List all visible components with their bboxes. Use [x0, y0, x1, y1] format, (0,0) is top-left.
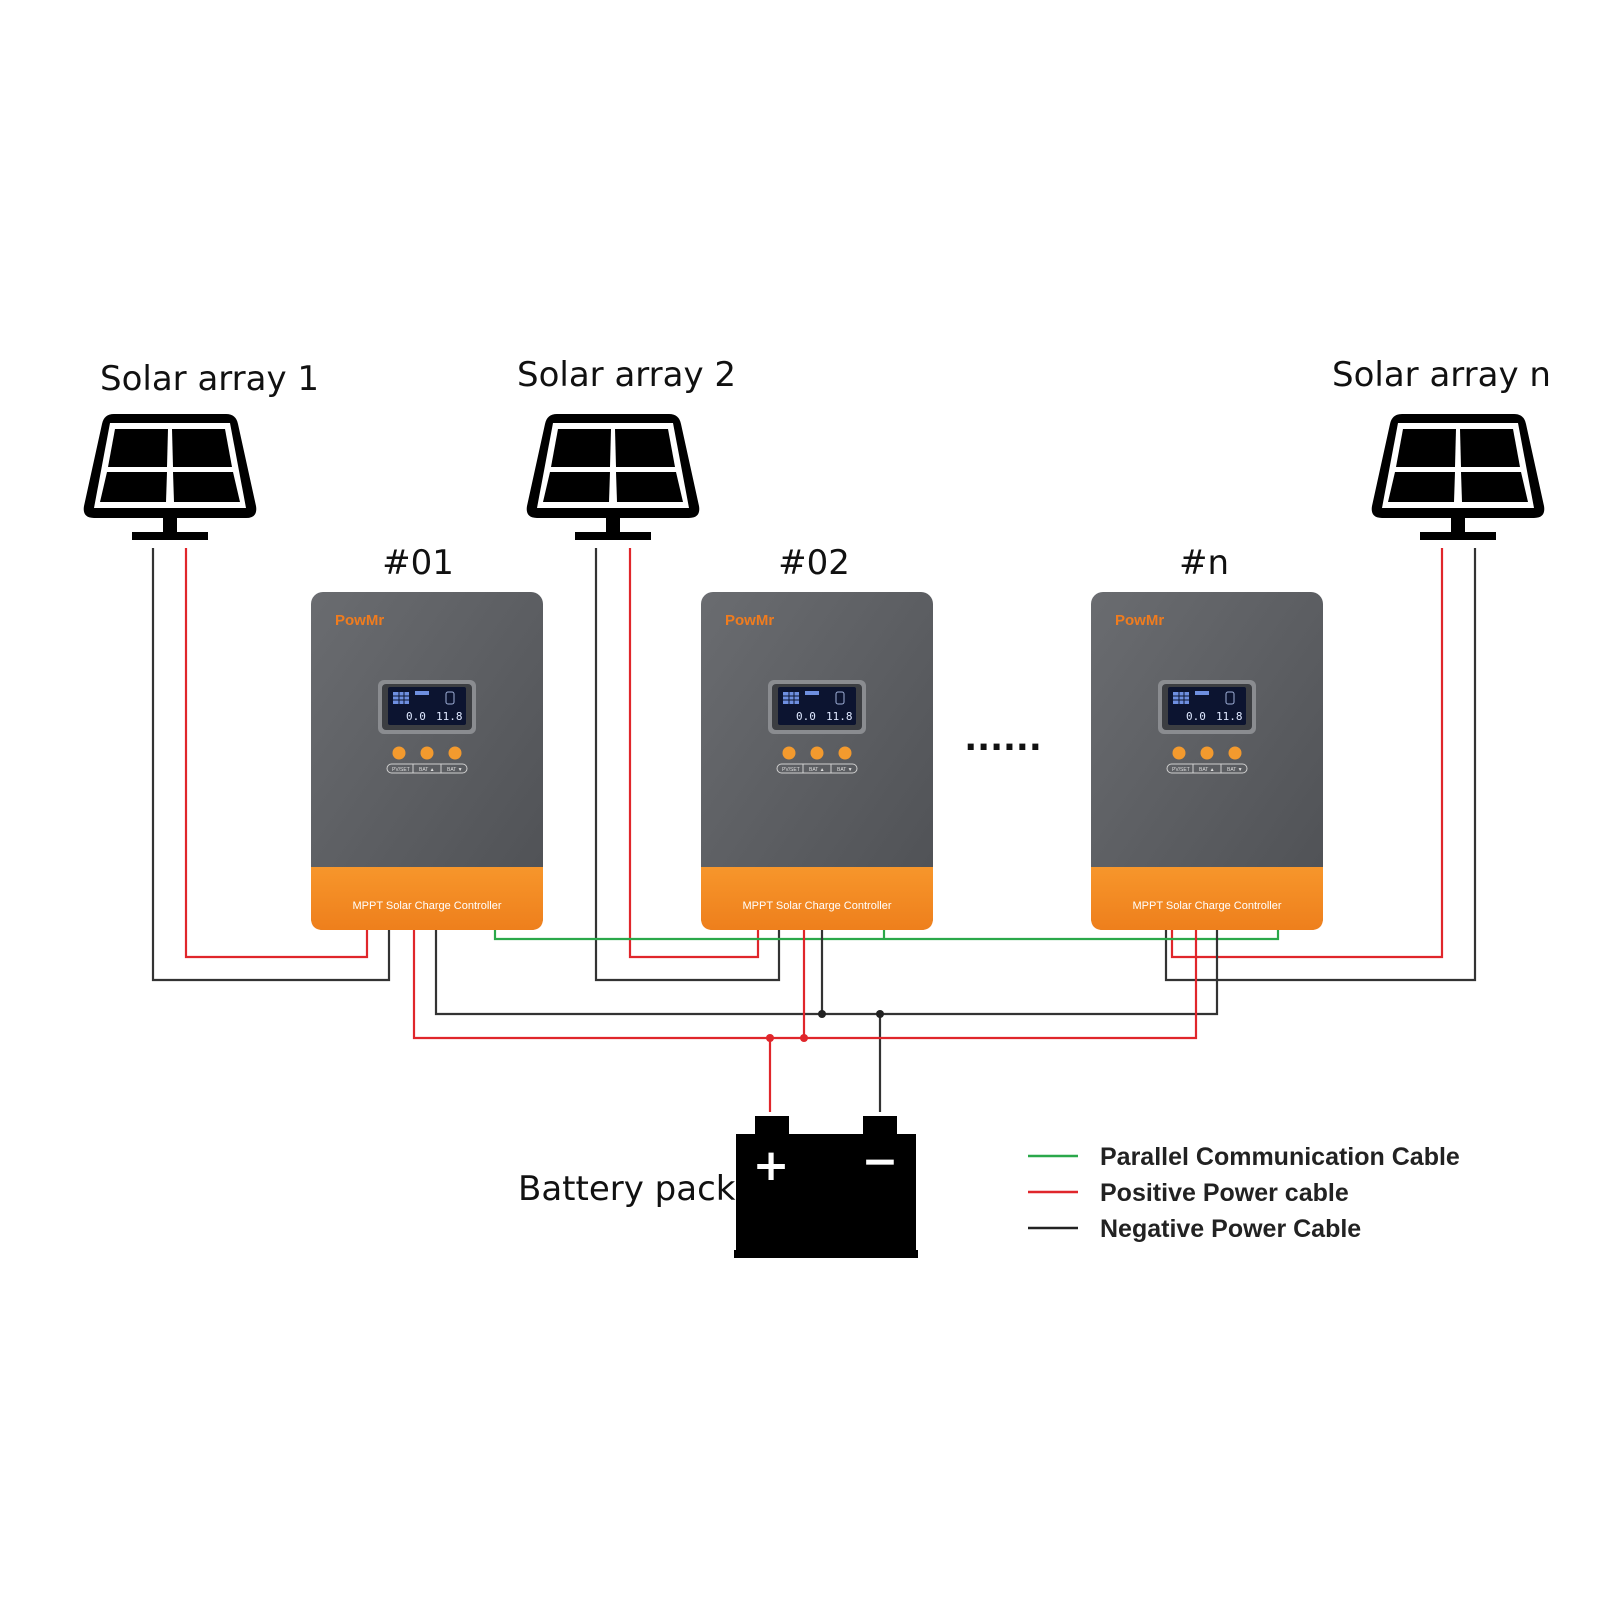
solar-panel-icon: [1371, 414, 1545, 540]
array2-negative-cable: [594, 548, 781, 982]
lcd-readout-right: 11.8: [436, 710, 463, 723]
more-controllers-ellipsis: ......: [964, 719, 1042, 759]
solar-panel-icon: [526, 414, 700, 540]
lcd-readout-left: 0.0: [406, 710, 426, 723]
legend-communication-label: Parallel Communication Cable: [1100, 1143, 1460, 1171]
solar-array-n-label: Solar array n: [1332, 355, 1551, 395]
battery-minus-terminal: −: [862, 1136, 899, 1187]
brand-logo: PowMr: [725, 612, 774, 629]
parallel-communication-cable: [493, 925, 1280, 941]
solar-panel-icon: [83, 414, 257, 540]
arrayn-positive-cable: [1170, 548, 1444, 959]
battery-negative-bus: [434, 925, 1219, 1016]
solar-array-2: Solar array 2: [517, 355, 736, 540]
lcd-readout-left: 0.0: [1186, 710, 1206, 723]
array1-negative-cable: [151, 548, 391, 982]
legend-negative-label: Negative Power Cable: [1100, 1215, 1361, 1243]
solar-array-2-label: Solar array 2: [517, 355, 736, 395]
battery-icon: + −: [734, 1116, 918, 1258]
solar-array-1-label: Solar array 1: [100, 359, 319, 399]
battery-plus-terminal: +: [753, 1140, 790, 1191]
array1-positive-cable: [184, 548, 369, 959]
brand-logo: PowMr: [335, 612, 384, 629]
controller-01: PowMr 0.0 11.8 MPPT Solar Charge Control…: [310, 591, 544, 931]
controller-n-label: #n: [1179, 543, 1229, 583]
controller-footer-label: MPPT Solar Charge Controller: [1133, 900, 1282, 912]
legend-positive-label: Positive Power cable: [1100, 1179, 1349, 1207]
brand-logo: PowMr: [1115, 612, 1164, 629]
wiring: [151, 548, 1477, 1112]
lcd-readout-right: 11.8: [1216, 710, 1243, 723]
controller-02-label: #02: [778, 543, 850, 583]
lcd-readout-right: 11.8: [826, 710, 853, 723]
solar-array-1: Solar array 1: [83, 359, 319, 540]
arrayn-negative-cable: [1164, 548, 1477, 982]
controller-footer-label: MPPT Solar Charge Controller: [353, 900, 502, 912]
legend: Parallel Communication Cable Positive Po…: [1028, 1143, 1460, 1243]
controller-02: PowMr 0.0 11.8 MPPT Solar Charge Control…: [700, 591, 934, 931]
battery-pack-label: Battery pack: [518, 1169, 736, 1209]
controller-footer-label: MPPT Solar Charge Controller: [743, 900, 892, 912]
solar-array-n: Solar array n: [1332, 355, 1551, 540]
controller-01-label: #01: [382, 543, 454, 583]
controller-n: PowMr 0.0 11.8 MPPT Solar Charge Control…: [1090, 591, 1324, 931]
array2-positive-cable: [628, 548, 760, 959]
battery-pack: Battery pack + −: [518, 1116, 918, 1258]
lcd-readout-left: 0.0: [796, 710, 816, 723]
